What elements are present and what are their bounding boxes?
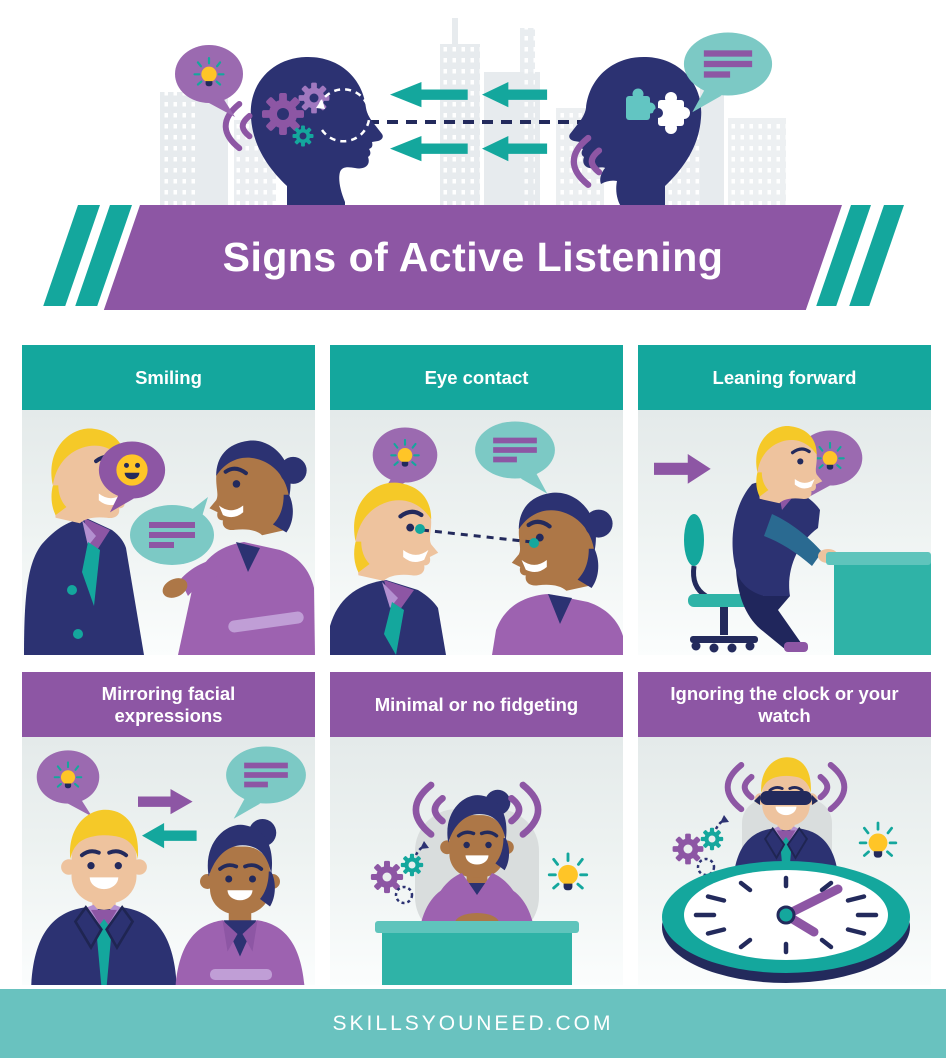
sound-waves-icon [728,765,752,809]
woman-talking [492,493,623,655]
panel-label: Leaning forward [712,366,857,388]
panel-eye-contact: Eye contact [330,345,623,655]
listener-head [175,45,383,212]
speaker-head [569,32,773,212]
panel-illustration-no-fidgeting [330,737,623,985]
gears-icon [262,82,371,147]
gears-icon [672,815,729,877]
panel-label: Mirroring facial expressions [101,682,236,726]
office-chair-icon [684,514,760,653]
panel-label: Eye contact [424,366,529,388]
panel-ignoring-clock: Ignoring the clock or your watch [638,672,931,985]
panel-label: Minimal or no fidgeting [374,693,579,715]
gaze-dotted-line [415,524,539,548]
panel-illustration-leaning-forward [638,410,931,655]
site-name: SKILLSYOUNEED.COM [332,1011,614,1035]
gears-icon [370,841,429,905]
footer-bar: SKILLSYOUNEED.COM [0,989,946,1058]
panel-header: Smiling [22,345,315,410]
text-speech-bubble-icon [130,497,214,565]
sound-waves-icon [821,765,845,809]
woman-smiling [173,817,307,985]
panel-smiling: Smiling [22,345,315,655]
right-arrow-icon [654,454,711,484]
panel-illustration-mirroring [22,737,315,985]
panel-label: Ignoring the clock or your watch [670,682,899,726]
panel-header: Leaning forward [638,345,931,410]
panel-header: Mirroring facial expressions [22,672,315,737]
panel-illustration-smiling [22,410,315,655]
man-leaning-at-desk [732,424,838,652]
panel-header: Minimal or no fidgeting [330,672,623,737]
man-talking [24,428,144,655]
puzzle-pieces-icon [626,88,690,134]
panel-no-fidgeting: Minimal or no fidgeting [330,672,623,985]
woman-listening [162,440,315,655]
clock-icon [662,861,910,983]
text-speech-bubble-icon [475,421,555,494]
left-arrow-icon [142,823,197,849]
panel-leaning-forward: Leaning forward [638,345,931,655]
panel-header: Eye contact [330,345,623,410]
lightbulb-icon [858,821,898,859]
belt [210,969,272,980]
desk-icon [375,921,579,985]
panel-header: Ignoring the clock or your watch [638,672,931,737]
text-speech-bubble-icon [226,746,306,819]
panel-illustration-eye-contact [330,410,623,655]
panel-label: Smiling [135,366,202,388]
panel-illustration-ignoring-clock [638,737,931,985]
page-title: Signs of Active Listening [222,234,724,280]
panel-mirroring: Mirroring facial expressions [22,672,315,985]
blindfold-icon [754,791,818,805]
lightbulb-icon [547,852,589,892]
right-arrow-icon [138,789,193,815]
desk-icon [826,552,931,655]
lightbulb-speech-bubble-icon [37,750,100,816]
hero-illustration [160,18,786,212]
man-listening [330,483,446,655]
